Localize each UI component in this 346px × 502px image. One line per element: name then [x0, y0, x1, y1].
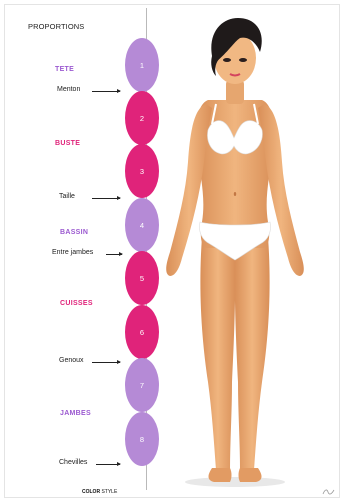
footer-brand-rest: STYLE	[100, 489, 117, 495]
signature-mark	[322, 488, 336, 496]
arrow-menton	[92, 91, 120, 92]
page-title: PROPORTIONS	[28, 22, 84, 31]
footer-brand-bold: COLOR	[82, 489, 100, 495]
landmark-genoux: Genoux	[59, 357, 84, 364]
arrow-taille	[92, 198, 120, 199]
arrow-entre-jambes	[106, 254, 122, 255]
section-label-buste: BUSTE	[55, 140, 80, 147]
section-label-tete: TETE	[55, 66, 74, 73]
arrow-chevilles	[96, 464, 120, 465]
arrow-genoux	[92, 362, 120, 363]
section-label-bassin: BASSIN	[60, 229, 88, 236]
section-label-jambes: JAMBES	[60, 410, 91, 417]
landmark-taille: Taille	[59, 193, 75, 200]
landmark-menton: Menton	[57, 86, 80, 93]
section-label-cuisses: CUISSES	[60, 300, 93, 307]
landmark-chevilles: Chevilles	[59, 459, 87, 466]
landmark-entre-jambes: Entre jambes	[52, 249, 93, 256]
female-figure-illustration	[150, 12, 340, 490]
footer-brand: COLOR STYLE	[82, 489, 117, 495]
